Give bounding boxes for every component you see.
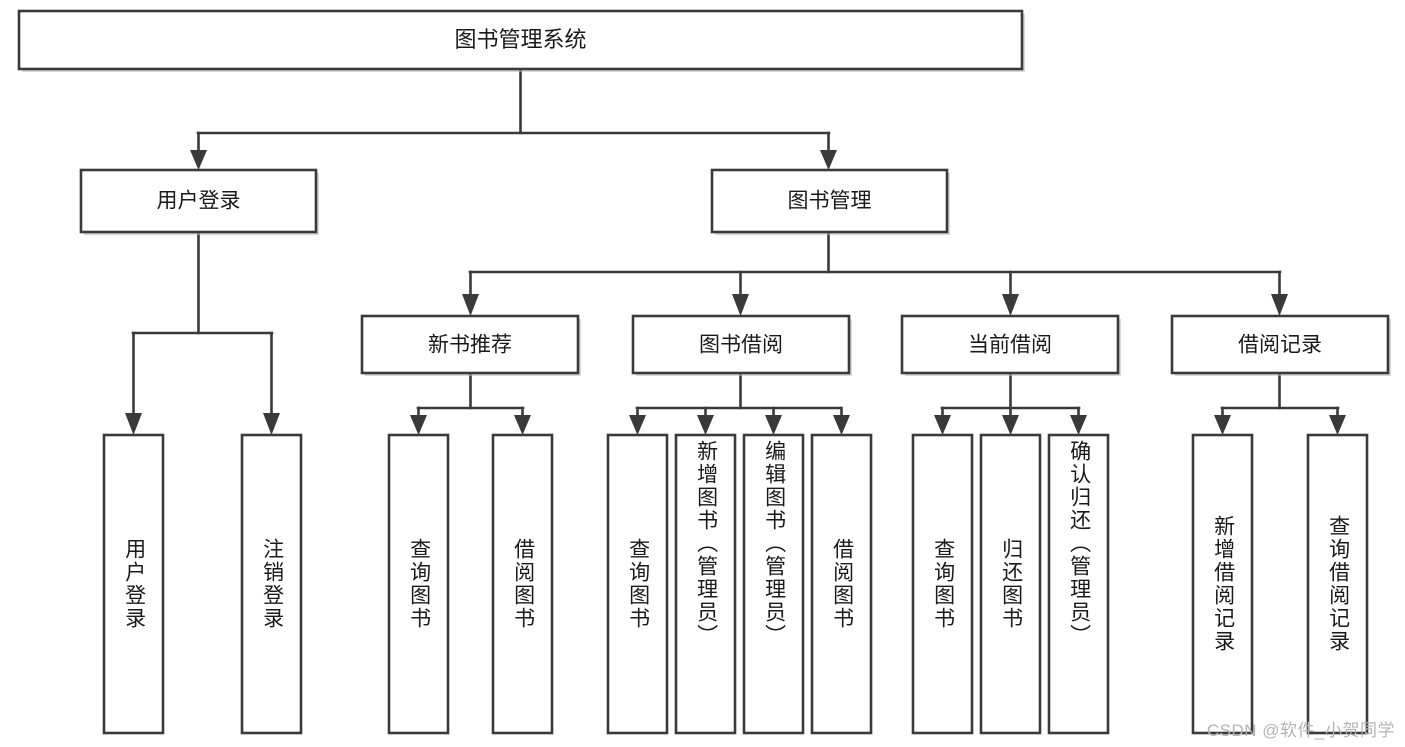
connector-group-user-login [125,230,280,435]
node-book-manage[interactable]: 图书管理 [710,168,950,235]
node-user-login-label: 用户登录 [157,190,241,213]
leaf-box-edit-book[interactable] [742,433,805,735]
node-user-login[interactable]: 用户登录 [79,168,319,235]
leaf-box-query-book-1[interactable] [387,433,450,735]
node-user-login-box[interactable] [79,168,318,234]
leaf-box-query-book-3[interactable] [911,433,974,735]
arrowhead-book-borrow [732,294,749,316]
connector-group-root [190,67,837,170]
node-current-borrow[interactable]: 当前借阅 [900,314,1121,376]
arrowhead-leaf-return-book [1002,415,1019,435]
node-root-label: 图书管理系统 [454,27,586,52]
node-new-book-recommend[interactable]: 新书推荐 [360,314,581,376]
node-nbr-box[interactable] [360,314,580,375]
leaf-box-add-book[interactable] [674,433,737,735]
arrowhead-leaf-add-record [1214,415,1231,435]
node-book-manage-label: 图书管理 [788,190,872,213]
arrowhead-leaf-query-book-2 [629,415,646,435]
arrowhead-leaf-confirm-return [1070,415,1087,435]
leaf-box-borrow-book-1[interactable] [491,433,554,735]
leaf-box-return-book[interactable] [979,433,1042,735]
connector-group-book-manage [462,230,1288,316]
node-book-borrow[interactable]: 图书借阅 [631,314,852,376]
node-cb-label: 当前借阅 [968,334,1052,357]
leaf-box-user-login[interactable] [102,433,165,735]
node-br-label: 借阅记录 [1238,334,1322,357]
arrowhead-user-login [190,150,207,170]
connector-group-new-book-recommend [410,373,531,435]
arrowhead-book-manage [820,150,837,170]
arrowhead-leaf-user-login [125,413,142,435]
node-root-box[interactable] [17,9,1024,71]
arrowhead-new-book-recommend [462,294,479,316]
arrowhead-leaf-edit-book [765,415,782,435]
node-br-box[interactable] [1170,314,1390,375]
arrowhead-leaf-add-book [697,415,714,435]
arrowhead-current-borrow [1002,294,1019,316]
node-bb-box[interactable] [631,314,851,375]
connector-group-book-borrow [629,373,850,435]
node-cb-box[interactable] [900,314,1120,375]
connector-group-borrow-record [1214,373,1346,435]
arrowhead-borrow-record [1271,294,1288,316]
leaf-box-query-record[interactable] [1306,433,1369,735]
node-nbr-label: 新书推荐 [428,334,512,357]
arrowhead-leaf-query-record [1329,415,1346,435]
node-root[interactable]: 图书管理系统 [17,9,1025,72]
arrowhead-leaf-user-logout [263,413,280,435]
arrowhead-leaf-query-book-3 [934,415,951,435]
node-bb-label: 图书借阅 [699,334,783,357]
node-book-manage-box[interactable] [710,168,949,234]
leaf-box-group [102,433,1369,735]
arrowhead-leaf-borrow-book-1 [514,415,531,435]
watermark-text: CSDN @软件_小贺同学 [1206,721,1395,740]
connector-group-current-borrow [934,373,1087,435]
leaf-box-query-book-2[interactable] [606,433,669,735]
arrowhead-leaf-borrow-book-2 [833,415,850,435]
leaf-box-user-logout[interactable] [240,433,303,735]
leaf-box-borrow-book-2[interactable] [810,433,873,735]
arrowhead-leaf-query-book-1 [410,415,427,435]
leaf-box-confirm-return[interactable] [1047,433,1110,735]
node-borrow-record[interactable]: 借阅记录 [1170,314,1391,376]
leaf-box-add-record[interactable] [1191,433,1254,735]
